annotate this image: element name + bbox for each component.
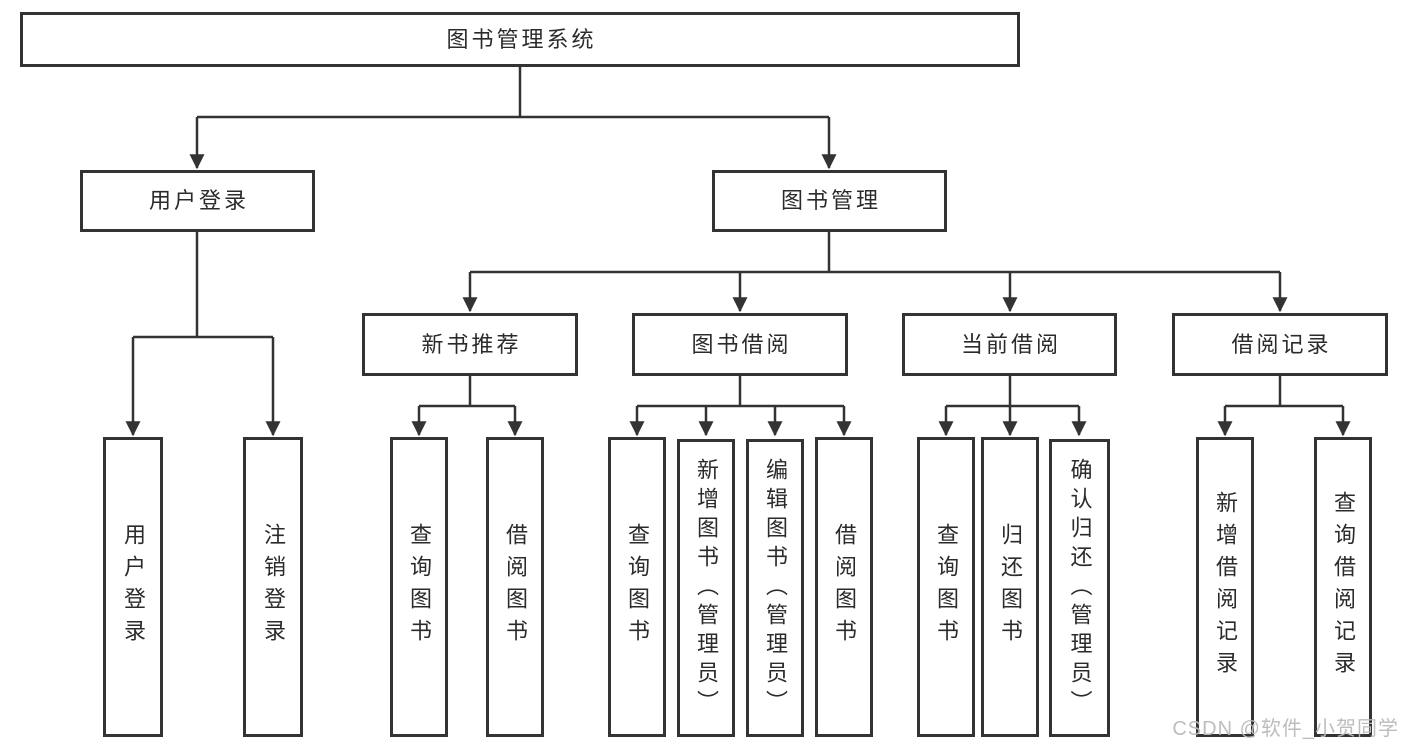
leaf-user-login-label: 用户登录 [121,523,146,651]
node-new-book-recommend-label: 新书推荐 [421,331,522,357]
node-user-login: 用户登录 [80,170,315,232]
node-new-book-recommend: 新书推荐 [362,313,578,376]
leaf-nb-borrow-books-label: 借阅图书 [503,523,528,651]
leaf-bb-query-books: 查询图书 [608,437,666,737]
leaf-cb-confirm-return-admin-label: 确认归还（管理员） [1067,457,1093,719]
leaf-nb-borrow-books: 借阅图书 [486,437,544,737]
node-book-management-label: 图书管理 [780,188,881,213]
leaf-bb-borrow-books: 借阅图书 [815,437,873,737]
leaf-bb-edit-books-admin-label: 编辑图书（管理员） [763,457,788,719]
leaf-cb-confirm-return-admin: 确认归还（管理员） [1049,439,1110,737]
node-book-borrowing-label: 图书借阅 [691,331,792,357]
leaf-cb-return-books-label: 归还图书 [998,523,1023,651]
csdn-watermark: CSDN @软件_小贺同学 [1172,718,1399,740]
leaf-logout: 注销登录 [243,437,303,737]
node-borrowing-records-label: 借阅记录 [1231,331,1332,357]
leaf-logout-label: 注销登录 [261,523,286,651]
leaf-bb-edit-books-admin: 编辑图书（管理员） [746,439,804,737]
connector-rails [133,67,1343,408]
node-library-system: 图书管理系统 [20,12,1020,67]
node-current-borrowing: 当前借阅 [902,313,1117,376]
node-book-management: 图书管理 [712,170,947,232]
leaf-br-query-record-label: 查询借阅记录 [1331,491,1356,683]
node-user-login-label: 用户登录 [148,188,249,213]
leaf-bb-query-books-label: 查询图书 [625,523,650,651]
leaf-cb-query-books: 查询图书 [917,437,975,737]
leaf-nb-query-books-label: 查询图书 [407,523,432,651]
node-borrowing-records: 借阅记录 [1172,313,1388,376]
node-library-system-label: 图书管理系统 [446,26,597,52]
leaf-user-login: 用户登录 [103,437,163,737]
leaf-cb-query-books-label: 查询图书 [934,523,959,651]
leaf-bb-borrow-books-label: 借阅图书 [832,523,857,651]
leaf-bb-add-books-admin-label: 新增图书（管理员） [694,457,719,719]
leaf-bb-add-books-admin: 新增图书（管理员） [677,439,735,737]
leaf-nb-query-books: 查询图书 [390,437,448,737]
leaf-cb-return-books: 归还图书 [981,437,1039,737]
node-book-borrowing: 图书借阅 [632,313,848,376]
node-current-borrowing-label: 当前借阅 [960,331,1061,357]
leaf-br-add-record: 新增借阅记录 [1196,437,1254,737]
leaf-br-add-record-label: 新增借阅记录 [1213,491,1238,683]
leaf-br-query-record: 查询借阅记录 [1314,437,1372,737]
